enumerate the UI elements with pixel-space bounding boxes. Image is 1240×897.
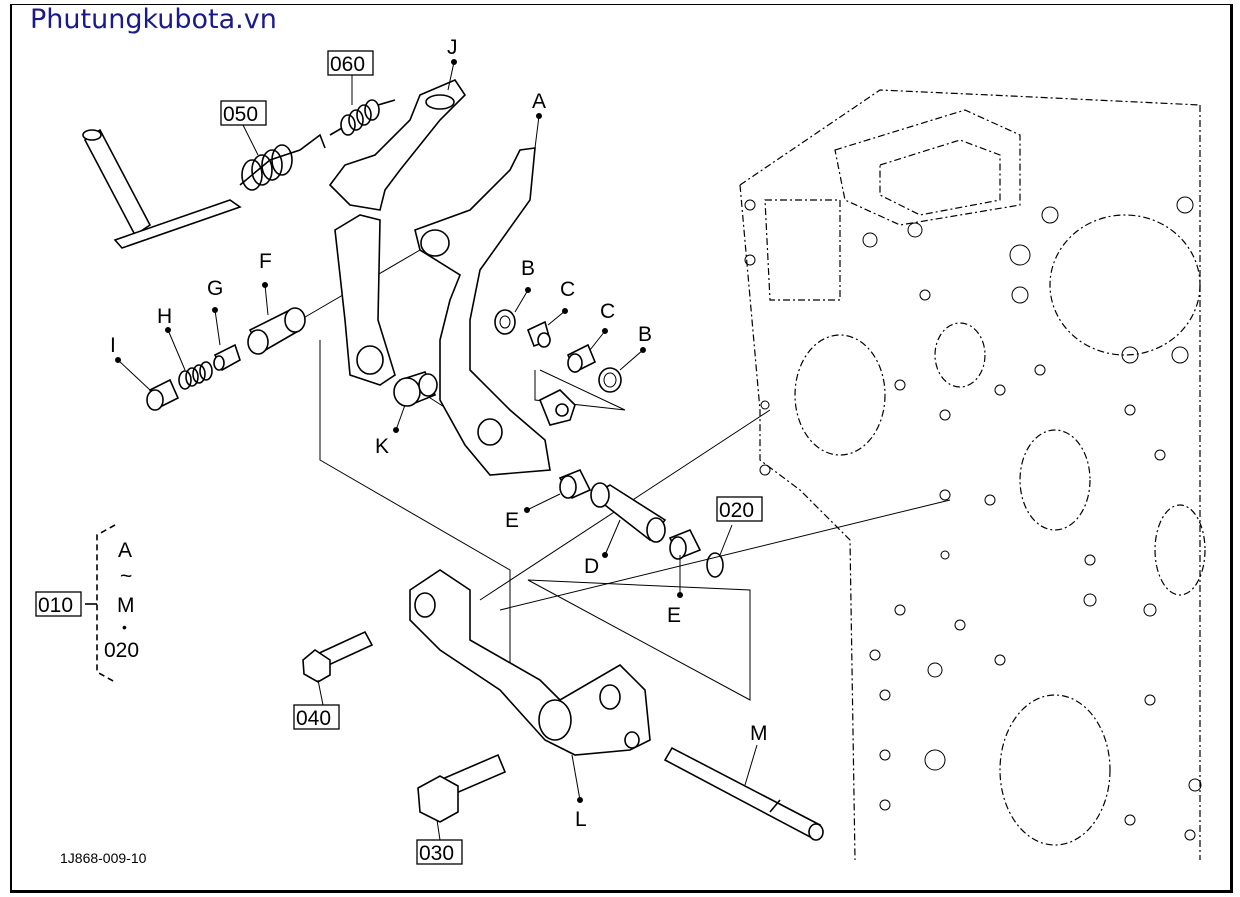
label-f: F [259, 250, 272, 273]
part-number-labels: 060 050 020 010 040 030 [35, 50, 763, 865]
leader-lines [115, 59, 758, 841]
drawing-frame [10, 4, 1233, 893]
brand-watermark: Phutungkubota.vn [30, 4, 277, 35]
diagram-code: 1J868-009-10 [60, 850, 147, 866]
small-parts [146, 307, 724, 578]
label-c-right: C [600, 300, 615, 323]
label-i: I [110, 334, 116, 357]
part-050: 050 [223, 103, 258, 126]
letter-labels: J A B C C B F G H I K E D E M L [110, 36, 768, 831]
kit-top: A [118, 539, 132, 562]
part-060: 060 [330, 53, 365, 76]
lower-bracket [302, 569, 824, 841]
lever-bracket [328, 79, 576, 476]
pin-assembly [82, 99, 396, 249]
label-c-left: C [560, 278, 575, 301]
part-010: 010 [38, 594, 73, 617]
kit-bracket-text: A ~ M • 020 [104, 539, 139, 662]
part-040: 040 [296, 707, 331, 730]
label-d: D [584, 555, 599, 578]
kit-tilde: ~ [120, 565, 132, 588]
label-l: L [575, 808, 587, 831]
kit-extra: 020 [104, 639, 139, 662]
label-h: H [157, 305, 172, 328]
kit-dot: • [122, 619, 127, 635]
assembly-guides [299, 249, 951, 701]
kit-bottom: M [117, 594, 135, 617]
label-e-right: E [667, 604, 681, 627]
label-e-left: E [505, 509, 519, 532]
part-030: 030 [419, 842, 454, 865]
label-j: J [447, 36, 458, 59]
label-a: A [532, 90, 546, 113]
label-g: G [207, 277, 223, 300]
label-m: M [750, 722, 768, 745]
label-k: K [375, 435, 389, 458]
label-b-right: B [638, 323, 652, 346]
label-b-left: B [521, 257, 535, 280]
kit-bracket [85, 524, 116, 683]
part-020: 020 [719, 499, 754, 522]
engine-block [739, 89, 1206, 861]
